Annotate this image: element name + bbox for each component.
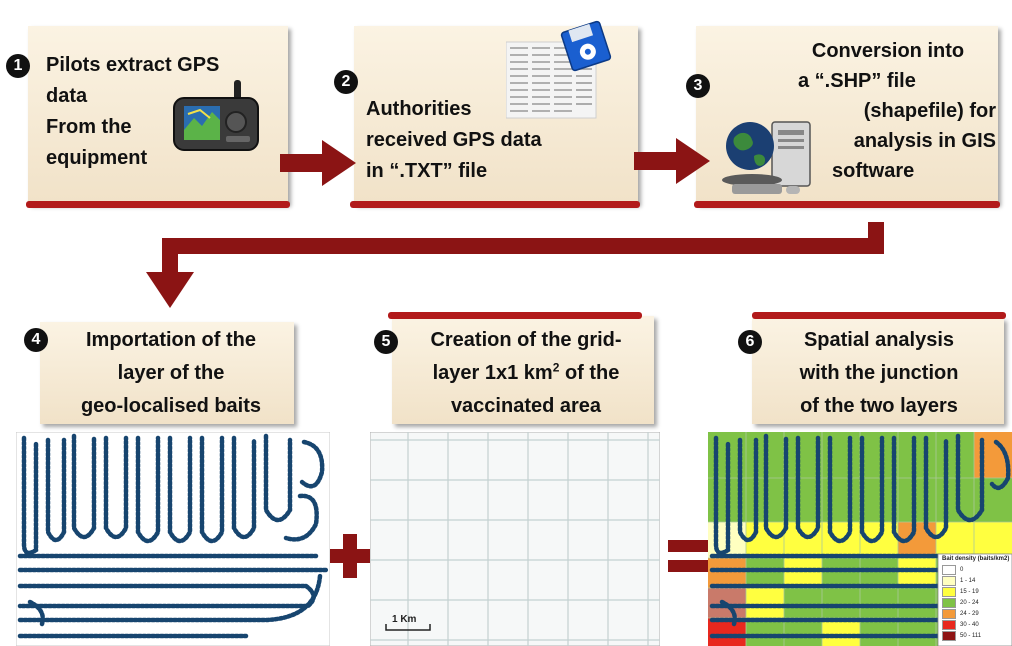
- legend-entry: 20 - 24: [942, 597, 1012, 608]
- step-5-superscript: 2: [552, 360, 560, 375]
- step-3-line-3: (shapefile) for: [863, 100, 996, 122]
- step-4-text: Importation of the layer of the geo-loca…: [44, 324, 298, 423]
- step-1-number: 1: [6, 54, 30, 78]
- legend-entry: 1 - 14: [942, 575, 1012, 586]
- step-1-line-2: data: [46, 85, 88, 107]
- computer-globe-icon: [722, 121, 811, 194]
- legend-rows: 0 1 - 14 15 - 19 20 - 24 24 - 29 30 - 40 50 - …: [940, 564, 1012, 641]
- legend-swatch: [942, 575, 956, 586]
- legend-entry: 15 - 19: [942, 586, 1012, 597]
- step-2-line-1: Authorities: [366, 98, 472, 120]
- legend-label: 1 - 14: [960, 577, 976, 584]
- step-2-line-3: in “.TXT” file: [366, 160, 488, 182]
- step-6-box: [752, 318, 1004, 424]
- step-1-underline: [26, 201, 290, 208]
- floppy-disk-icon: [560, 20, 612, 72]
- step-3-line-5: software: [832, 160, 915, 182]
- gps-device-icon: [173, 80, 259, 151]
- legend-label: 24 - 29: [960, 610, 979, 617]
- step-4-line-2: layer of the: [117, 362, 225, 384]
- step-5-line-2a: layer 1x1 km: [432, 362, 553, 384]
- scale-bar-label: 1 Km: [392, 614, 417, 625]
- arrow-step3-to-step4: [146, 222, 884, 308]
- step-6-line-1: Spatial analysis: [803, 329, 955, 351]
- legend-swatch: [942, 586, 956, 597]
- legend-entry: 30 - 40: [942, 619, 1012, 630]
- legend-swatch: [942, 564, 956, 575]
- step-1-text: Pilots extract GPS data From the equipme…: [46, 50, 219, 174]
- step-3-line-1: Conversion into: [811, 40, 965, 62]
- step-3-line-4: analysis in GIS: [853, 130, 996, 152]
- density-legend: Bait density (baits/km2) 0 1 - 14 15 - 19 2…: [940, 555, 1012, 641]
- step-2-text: Authorities received GPS data in “.TXT” …: [366, 94, 542, 187]
- legend-entry: 50 - 111: [942, 630, 1012, 641]
- step-3-number: 3: [686, 74, 710, 98]
- step-1-line-1: Pilots extract GPS: [46, 54, 220, 76]
- step-5-line-1: Creation of the grid-: [430, 329, 622, 351]
- step-5-line-2b: of the: [559, 362, 620, 384]
- legend-swatch: [942, 630, 956, 641]
- step-4-box: [40, 322, 294, 424]
- step-2-line-2: received GPS data: [366, 129, 542, 151]
- step-5-box: [392, 316, 654, 424]
- step-5-line-2: layer 1x1 km2 of the: [398, 357, 654, 390]
- legend-label: 0: [960, 566, 964, 573]
- legend-label: 15 - 19: [960, 588, 979, 595]
- step-5-overline: [388, 312, 642, 319]
- equals-sign: [668, 540, 708, 572]
- legend-entry: 24 - 29: [942, 608, 1012, 619]
- legend-swatch: [942, 597, 956, 608]
- plus-sign: [330, 534, 370, 578]
- step-4-number: 4: [24, 328, 48, 352]
- step-1-line-3: From the: [46, 116, 132, 138]
- legend-swatch: [942, 619, 956, 630]
- step-4-line-3: geo-localised baits: [80, 395, 262, 417]
- legend-label: 20 - 24: [960, 599, 979, 606]
- legend-swatch: [942, 608, 956, 619]
- arrow-step2-to-step3: [634, 138, 710, 184]
- grid-layer-map: [370, 432, 660, 646]
- step-5-number: 5: [374, 330, 398, 354]
- step-3-underline: [694, 201, 1000, 208]
- step-1-line-4: equipment: [46, 147, 148, 169]
- step-2-number: 2: [334, 70, 358, 94]
- step-5-text: Creation of the grid- layer 1x1 km2 of t…: [398, 324, 654, 423]
- arrow-step1-to-step2: [280, 140, 356, 186]
- step-4-line-1: Importation of the: [86, 329, 256, 351]
- step-6-line-3: of the two layers: [800, 395, 958, 417]
- step-5-line-3: vaccinated area: [450, 395, 602, 417]
- legend-entry: 0: [942, 564, 1012, 575]
- legend-title: Bait density (baits/km2): [942, 556, 1010, 562]
- step-3-line-2: a “.SHP” file: [798, 70, 916, 92]
- step-6-text: Spatial analysis with the junction of th…: [754, 324, 1004, 423]
- step-6-overline: [752, 312, 1006, 319]
- step-2-underline: [350, 201, 640, 208]
- step-6-line-2: with the junction: [799, 362, 959, 384]
- step-3-text: Conversion into a “.SHP” file (shapefile…: [778, 36, 998, 186]
- legend-label: 50 - 111: [960, 632, 982, 639]
- legend-label: 30 - 40: [960, 621, 979, 628]
- bait-tracks-map: [16, 432, 330, 646]
- step-6-number: 6: [738, 330, 762, 354]
